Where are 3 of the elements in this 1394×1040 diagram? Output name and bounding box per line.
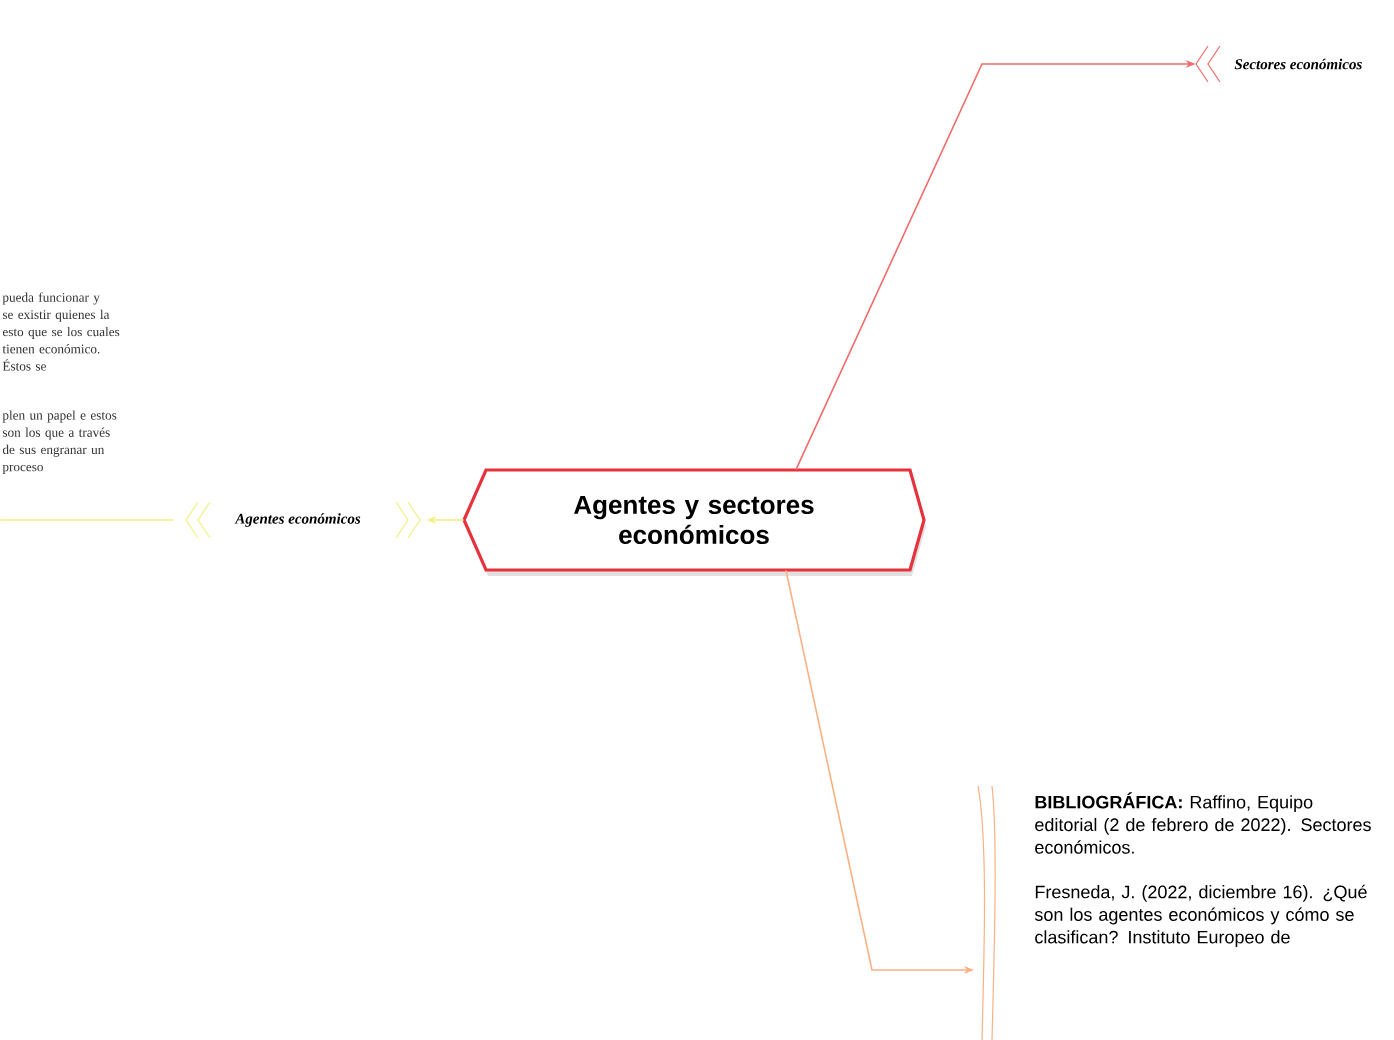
connector (0, 519, 175, 521)
reference-note: BIBLIOGRÁFICA: Raffino, Equipo editorial (2 de febrero de 2022). Sectores económicos. Fresneda, J. (2022, diciembre 16). ¿Qué son los agentes económicos y cómo se clasifican? Instituto Europeo de (977, 785, 1371, 1040)
central-topic-hexagon: Agentes y sectores económicos (462, 468, 926, 576)
